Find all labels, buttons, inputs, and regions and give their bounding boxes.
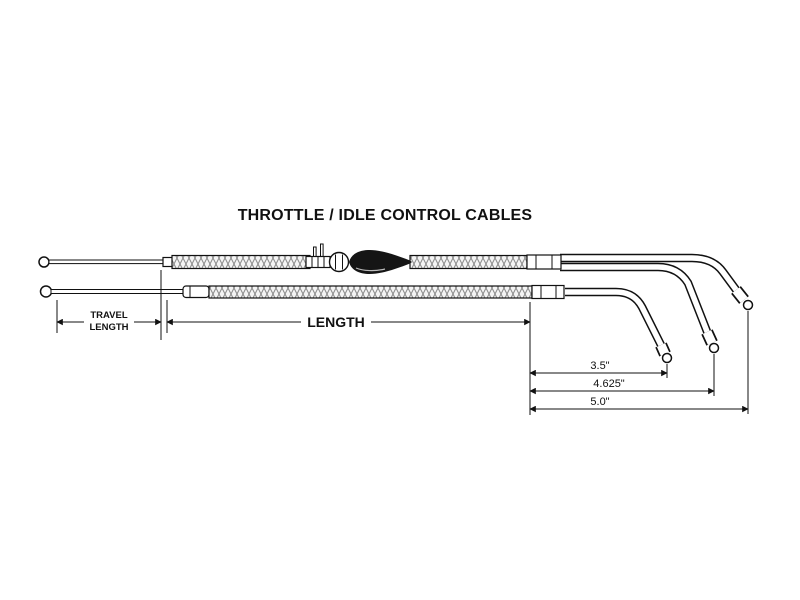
adjuster-nut [328, 251, 350, 273]
housing-end-ferrule [526, 254, 562, 270]
dimension-length: LENGTH [166, 300, 531, 333]
travel-length-label-line2: LENGTH [89, 322, 128, 333]
cable-ball-end [39, 285, 53, 298]
length-label: LENGTH [307, 314, 365, 330]
braided-housing-left [171, 254, 311, 270]
throttle-cable [38, 243, 562, 275]
idle-cable [39, 284, 565, 300]
braided-housing [208, 285, 533, 299]
cable-ball-end [38, 256, 50, 268]
adjuster-pin [320, 243, 324, 258]
bent-end-3-5 [565, 287, 673, 364]
dim-label-5-0: 5.0" [590, 396, 609, 408]
bent-cable-ends [560, 253, 754, 364]
travel-length-label-line1: TRAVEL [90, 310, 127, 321]
braided-housing-right [409, 254, 528, 270]
dim-label-4-625: 4.625" [593, 378, 625, 390]
dimension-travel-length: TRAVEL LENGTH [56, 270, 162, 340]
elbow-fitting [349, 249, 412, 275]
dimension-bend-lengths: 3.5" 4.625" 5.0" [529, 302, 749, 415]
diagram-title: THROTTLE / IDLE CONTROL CABLES [238, 207, 533, 224]
inner-wire [48, 259, 166, 265]
bent-end-5-0 [560, 253, 754, 311]
bent-end-4-625 [560, 262, 720, 354]
inner-wire [50, 289, 186, 294]
dim-label-3-5: 3.5" [590, 360, 609, 372]
adjuster-pin [313, 246, 317, 258]
cable-adjuster [305, 243, 412, 275]
housing-end-ferrule [531, 284, 565, 300]
wire-ferrule [182, 285, 210, 299]
